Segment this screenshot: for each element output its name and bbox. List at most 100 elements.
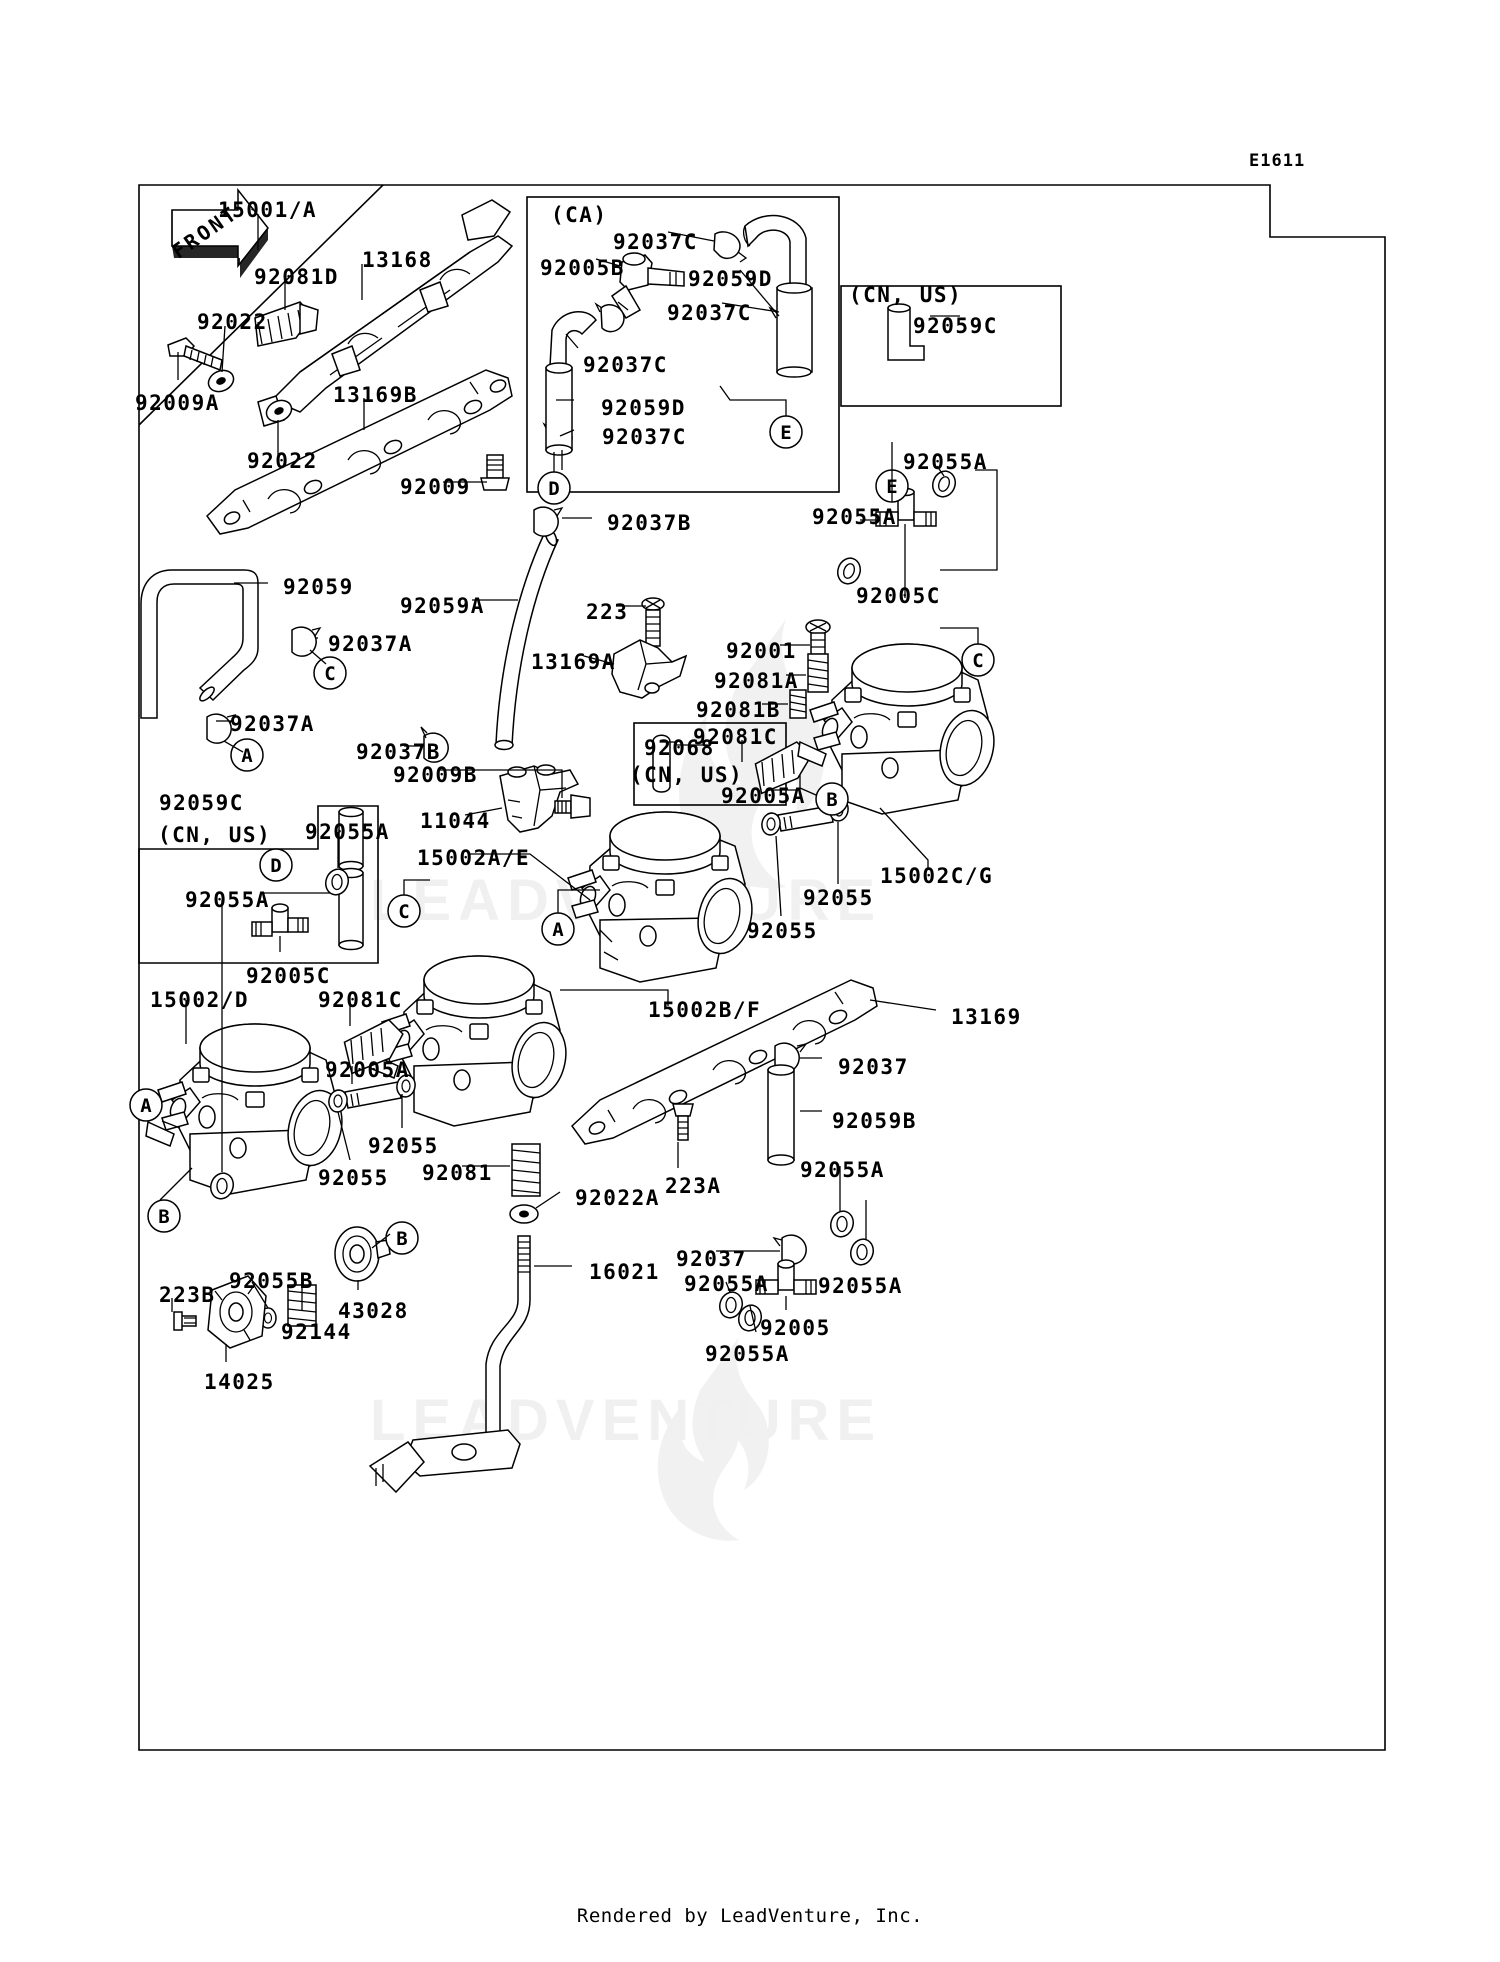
part-92055A-oring-5 <box>829 1210 855 1238</box>
callout-bubble-C-3: C <box>961 643 995 677</box>
part-label-15002cg: 15002C/G <box>880 864 994 888</box>
part-13169-rail-lower <box>571 979 878 1145</box>
part-label-92055a: 92055A <box>305 820 390 844</box>
part-label-92037: 92037 <box>676 1247 747 1271</box>
part-label-92037b: 92037B <box>356 740 441 764</box>
part-label-43028: 43028 <box>338 1299 409 1323</box>
part-label-92081: 92081 <box>422 1161 493 1185</box>
part-label-92005c: 92005C <box>856 584 941 608</box>
part-14025-cover <box>207 1275 267 1349</box>
part-label-cnus: (CN, US) <box>849 283 963 307</box>
part-92037C-clamp-2 <box>594 302 625 333</box>
part-label-92055b: 92055B <box>229 1269 314 1293</box>
part-label-92022a: 92022A <box>575 1186 660 1210</box>
part-label-92009b: 92009B <box>393 763 478 787</box>
part-43028-diaphragm <box>334 1226 391 1282</box>
leader-lines <box>159 214 998 1362</box>
svg-text:D: D <box>270 855 281 877</box>
part-92059D-tube-2 <box>545 362 573 456</box>
part-label-92055a: 92055A <box>684 1272 769 1296</box>
part-92059B-tube <box>767 1064 822 1166</box>
callout-bubble-B-2: B <box>147 1199 181 1233</box>
part-92081C-spring-center <box>343 1018 404 1075</box>
part-label-16021: 16021 <box>589 1260 660 1284</box>
part-92055-oring-r1 <box>761 812 781 836</box>
callout-bubble-E-1: E <box>769 415 803 449</box>
callout-bubble-A-2: A <box>541 912 575 946</box>
part-92081C-spring-right <box>754 741 812 795</box>
part-label-92059c: 92059C <box>913 314 998 338</box>
part-label-92059c: 92059C <box>159 791 244 815</box>
part-label-13169a: 13169A <box>531 650 616 674</box>
part-label-92068: 92068 <box>644 736 715 760</box>
part-92037B-clamp-1 <box>533 506 564 537</box>
part-label-223b: 223B <box>159 1283 216 1307</box>
callout-bubble-C-1: C <box>313 656 347 690</box>
part-92022-washer-1 <box>207 369 235 393</box>
callout-bubble-D-2: D <box>259 848 293 882</box>
part-11044-bracket <box>499 764 580 833</box>
part-92081D-spring <box>254 301 319 347</box>
callout-bubble-A-3: A <box>129 1088 163 1122</box>
diagram-frame <box>138 184 1386 1751</box>
part-13169A-bracket <box>611 639 688 699</box>
part-92005A-pipe-center <box>344 1081 402 1109</box>
svg-text:B: B <box>158 1206 169 1228</box>
part-label-92022: 92022 <box>247 449 318 473</box>
part-92055A-oring-6 <box>849 1238 875 1266</box>
part-label-13168: 13168 <box>362 248 433 272</box>
part-92037A-clamp-1 <box>291 626 322 657</box>
part-92005B-tee <box>610 252 685 320</box>
inset-cn-us-top <box>840 285 1062 407</box>
inset-ca <box>526 196 840 493</box>
ca-leader-lines <box>556 231 780 470</box>
svg-text:A: A <box>241 745 253 767</box>
part-label-92037a: 92037A <box>328 632 413 656</box>
part-label-92005a: 92005A <box>721 784 806 808</box>
part-label-92055: 92055 <box>318 1166 389 1190</box>
part-label-11044: 11044 <box>420 809 491 833</box>
part-label-223a: 223A <box>665 1174 722 1198</box>
callout-bubble-C-2: C <box>387 894 421 928</box>
part-label-92037c: 92037C <box>583 353 668 377</box>
part-label-92081d: 92081D <box>254 265 339 289</box>
front-arrow-icon: FRONT <box>167 187 269 278</box>
part-label-13169b: 13169B <box>333 383 418 407</box>
part-223A-bolt <box>672 1103 694 1141</box>
part-92059-hose <box>140 569 259 719</box>
part-label-92037c: 92037C <box>667 301 752 325</box>
svg-text:D: D <box>548 478 559 500</box>
part-92022-washer-2 <box>265 399 293 423</box>
part-92055A-oring-4 <box>209 1172 235 1200</box>
part-92055A-oring-1 <box>931 470 957 498</box>
part-label-92005a: 92005A <box>325 1058 410 1082</box>
part-label-92055a: 92055A <box>812 505 897 529</box>
part-label-92037: 92037 <box>838 1055 909 1079</box>
part-label-cnus: (CN, US) <box>158 823 272 847</box>
part-92022A-washer <box>509 1204 539 1224</box>
part-label-92055: 92055 <box>368 1134 439 1158</box>
part-label-92005c: 92005C <box>246 964 331 988</box>
part-label-92081b: 92081B <box>696 698 781 722</box>
part-92059D-tube-1 <box>776 282 813 378</box>
part-label-cnus: (CN, US) <box>630 763 744 787</box>
part-label-92059a: 92059A <box>400 594 485 618</box>
part-label-92055a: 92055A <box>818 1274 903 1298</box>
part-label-92037b: 92037B <box>607 511 692 535</box>
svg-text:C: C <box>324 663 335 685</box>
part-label-15002d: 15002/D <box>150 988 250 1012</box>
part-label-92059d: 92059D <box>601 396 686 420</box>
callout-bubble-A-1: A <box>230 738 264 772</box>
part-92081-spring-lower <box>511 1143 541 1197</box>
part-label-15002ae: 15002A/E <box>417 846 531 870</box>
part-label-92144: 92144 <box>281 1320 352 1344</box>
callout-bubble-D-1: D <box>537 471 571 505</box>
part-label-92001: 92001 <box>726 639 797 663</box>
part-92055A-oring-3 <box>324 868 350 896</box>
part-92005-tee-lower <box>755 1259 817 1295</box>
part-label-92037a: 92037A <box>230 712 315 736</box>
part-label-92022: 92022 <box>197 310 268 334</box>
carb-15002A-E <box>567 811 753 983</box>
part-label-92005: 92005 <box>760 1316 831 1340</box>
svg-text:B: B <box>396 1228 407 1250</box>
